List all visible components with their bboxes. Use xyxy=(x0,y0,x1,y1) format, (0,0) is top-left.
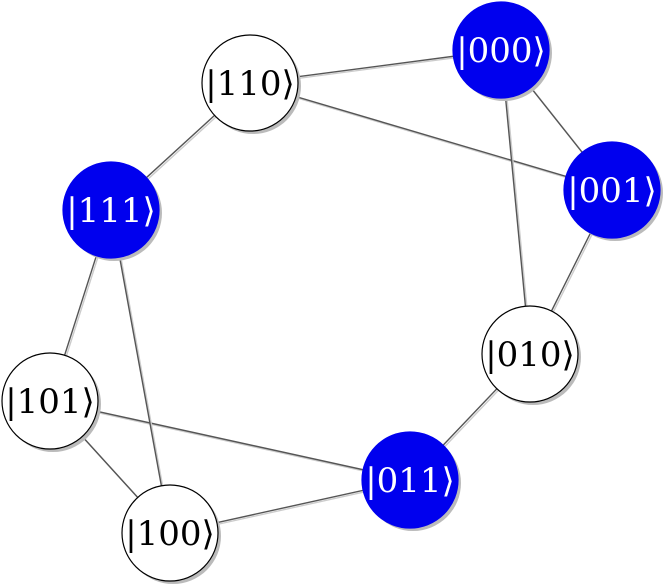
node-circle xyxy=(361,431,459,529)
edge-shadow xyxy=(51,401,412,483)
edge-shadow xyxy=(251,83,614,193)
node-011: |011⟩ xyxy=(361,431,461,531)
node-000: |000⟩ xyxy=(452,1,552,101)
node-label: |111⟩ xyxy=(66,191,156,231)
edge-n110-n001 xyxy=(249,82,613,191)
node-010: |010⟩ xyxy=(481,305,581,405)
node-label: |001⟩ xyxy=(567,171,657,211)
edge-n111-n100 xyxy=(110,209,171,534)
node-circle xyxy=(201,34,299,132)
node-circle xyxy=(1,352,99,450)
edges-layer xyxy=(49,49,615,536)
node-label: |101⟩ xyxy=(5,382,95,422)
node-circle xyxy=(452,1,550,99)
node-100: |100⟩ xyxy=(121,484,221,584)
node-001: |001⟩ xyxy=(563,141,663,241)
edge-n011-n101 xyxy=(49,400,411,481)
node-label: |011⟩ xyxy=(365,461,455,501)
node-101: |101⟩ xyxy=(1,352,101,452)
node-label: |010⟩ xyxy=(485,335,575,375)
node-111: |111⟩ xyxy=(62,161,162,261)
node-label: |100⟩ xyxy=(125,514,215,554)
node-circle xyxy=(481,305,579,403)
node-circle xyxy=(121,484,219,582)
edge-shadow xyxy=(501,51,533,356)
node-circle xyxy=(563,141,661,239)
node-label: |110⟩ xyxy=(205,64,295,104)
node-label: |000⟩ xyxy=(456,31,546,71)
edge-shadow xyxy=(111,211,173,535)
node-110: |110⟩ xyxy=(201,34,301,134)
node-circle xyxy=(62,161,160,259)
